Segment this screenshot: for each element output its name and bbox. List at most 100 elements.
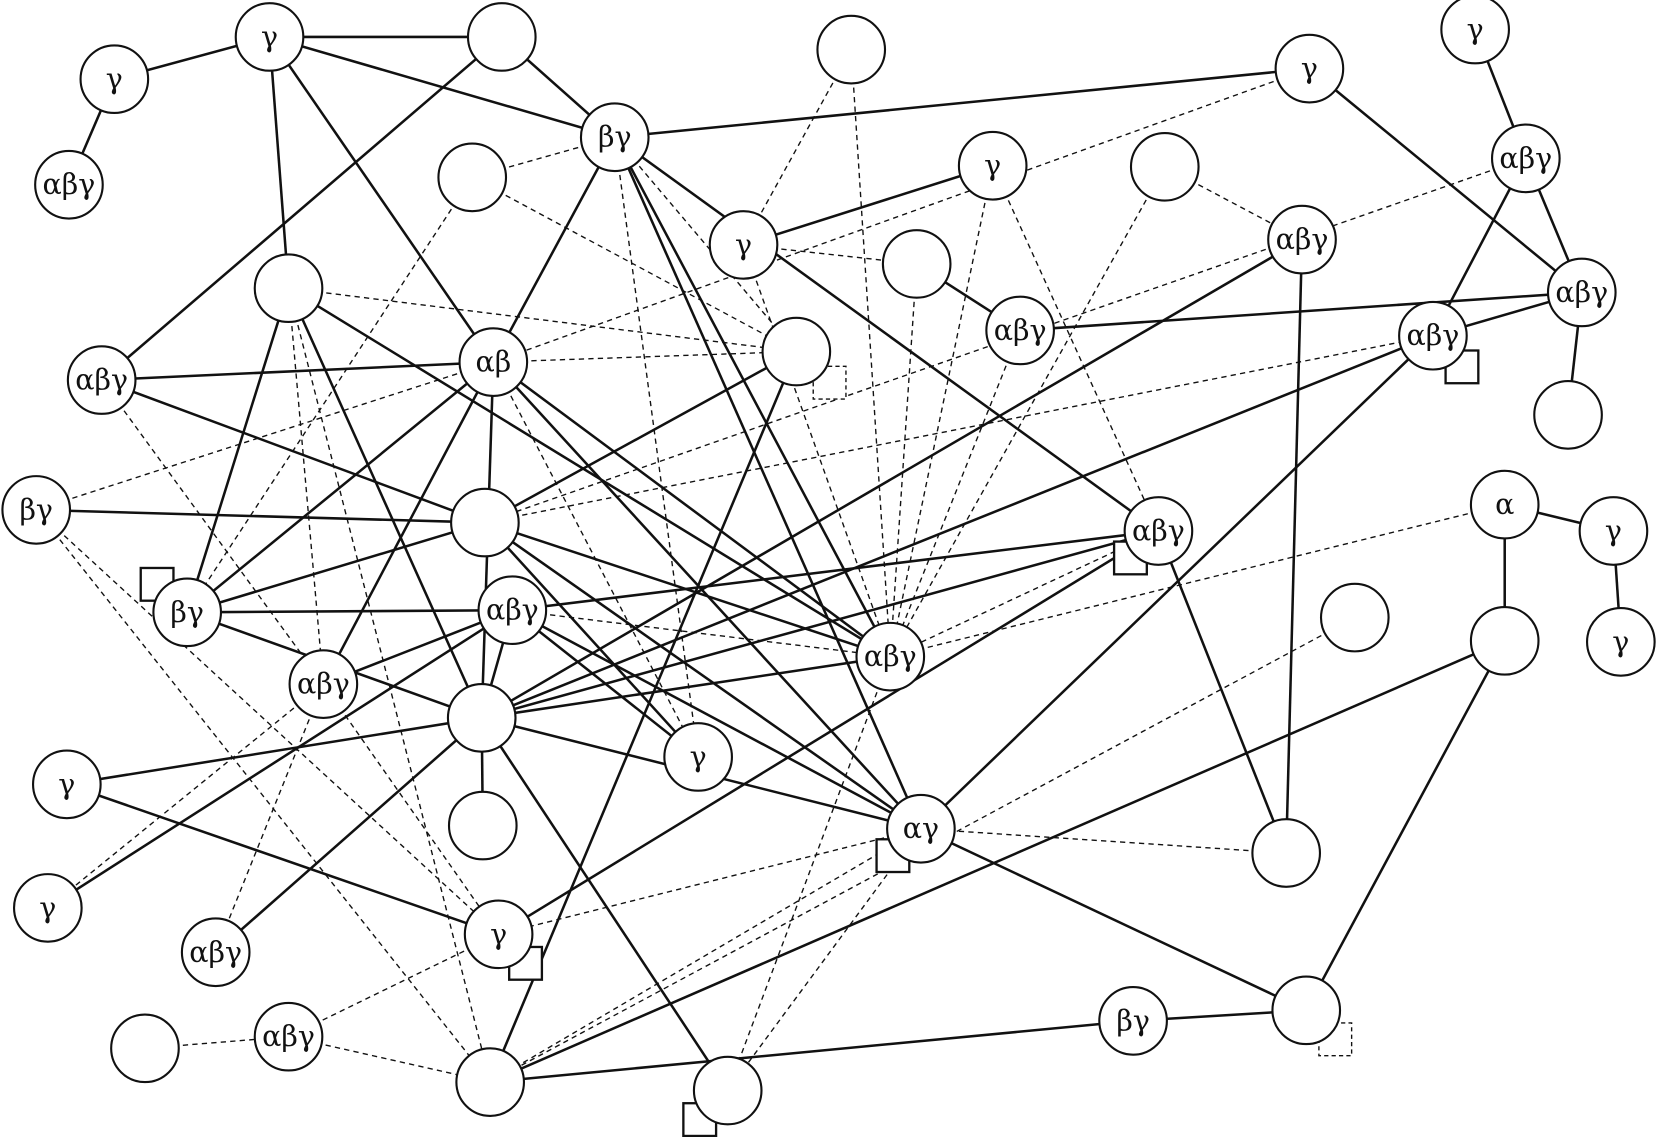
edge-dashed-n10-n26 [992, 165, 1160, 532]
edge-solid-n19-n36 [481, 334, 1434, 720]
edge-solid-n15-n36 [481, 238, 1303, 719]
graph-node-n48: αβγ [253, 1001, 324, 1072]
node-circle [477, 575, 548, 646]
node-circle [66, 345, 137, 415]
node-label: γ [1467, 13, 1484, 46]
node-label: αβγ [1276, 223, 1329, 256]
edge-dashed-n30-n32 [512, 609, 891, 658]
node-circle [881, 229, 952, 299]
edge-dashed-n32-n50 [727, 656, 891, 1091]
edge-solid-n21-n29 [186, 361, 495, 614]
graph-node-n33 [1469, 605, 1540, 676]
node-circle [1123, 496, 1194, 566]
node-label: γ [490, 918, 507, 951]
edge-solid-n38-n44 [66, 783, 500, 936]
edge-solid-n33-n49 [489, 639, 1506, 1084]
graph-node-n2 [466, 2, 537, 72]
node-circle [1267, 204, 1337, 275]
edge-dashed-n40-n50 [727, 828, 922, 1091]
graph-node-n43: αβγ [180, 917, 251, 988]
edge-dashed-n13-n32 [742, 244, 891, 657]
graph-node-n12: αβγ [1490, 123, 1561, 194]
node-circle [761, 316, 832, 387]
node-circle [253, 253, 324, 324]
node-label: α [1495, 488, 1514, 521]
node-circle [663, 722, 733, 792]
node-circle [1586, 607, 1656, 677]
edges-layer [35, 29, 1623, 1092]
node-circle [855, 621, 926, 692]
edge-dashed-n27-n32 [890, 503, 1505, 658]
graph-node-n30: αβγ [477, 575, 548, 646]
edge-dashed-n21-n20 [493, 350, 797, 363]
node-circle [31, 749, 102, 820]
graph-node-n19: αβγ [1398, 300, 1468, 371]
graph-node-n36 [446, 683, 517, 753]
edge-solid-n25-n29 [186, 521, 486, 614]
edge-solid-n26-n41 [1157, 530, 1288, 854]
graph-node-n24: βγ [1, 475, 72, 545]
edge-dashed-n22-n35 [101, 379, 324, 685]
edge-dashed-n25-n19 [484, 335, 1434, 524]
edge-dashed-n5-n32 [850, 49, 891, 657]
edge-solid-n36-n32 [481, 655, 891, 720]
node-circle [12, 873, 83, 943]
node-circle [1469, 605, 1540, 676]
graph-node-n45: βγ [1098, 986, 1168, 1056]
edge-solid-n49-n45 [490, 1019, 1134, 1084]
node-circle [816, 14, 887, 85]
edge-solid-n1-n16 [268, 36, 290, 289]
edge-solid-n21-n32 [492, 361, 892, 658]
edge-solid-n22-n21 [101, 360, 494, 382]
graph-node-n38: γ [31, 749, 102, 820]
edge-dashed-n35-n42 [47, 683, 324, 909]
node-circle [692, 1055, 763, 1126]
edge-dashed-n11-n32 [889, 166, 1166, 657]
graph-node-n31 [1319, 582, 1390, 653]
edge-dashed-n9-n20 [471, 176, 797, 353]
node-label: αβγ [43, 168, 96, 201]
graph-node-n47 [110, 1013, 180, 1084]
node-circle [1469, 469, 1540, 540]
node-circle [579, 102, 650, 173]
node-circle [1533, 380, 1603, 450]
node-label: γ [39, 891, 56, 924]
edge-solid-n2-n22 [100, 35, 503, 382]
node-label: αβγ [1407, 319, 1460, 352]
graph-node-n27: α [1469, 469, 1540, 540]
graph-node-n46 [1271, 975, 1342, 1046]
node-label: γ [1612, 625, 1629, 658]
edge-solid-n25-n40 [484, 521, 922, 830]
edge-solid-n40-n46 [920, 827, 1307, 1012]
edge-solid-n25-n37 [483, 521, 700, 758]
node-label: γ [984, 149, 1001, 182]
edge-dashed-n40-n49 [489, 828, 922, 1083]
graph-node-n40: αγ [886, 793, 956, 864]
edge-solid-n8-n21 [492, 136, 616, 363]
edge-dashed-n16-n20 [288, 287, 797, 353]
node-label: βγ [19, 493, 53, 526]
edge-dashed-n24-n49 [35, 509, 491, 1083]
node-circle [152, 577, 223, 648]
graph-node-n9 [437, 142, 508, 213]
node-label: αβγ [189, 936, 242, 969]
edge-dashed-n9-n29 [186, 176, 473, 613]
graph-node-n29: βγ [152, 577, 223, 648]
node-circle [957, 130, 1028, 201]
edge-dashed-n10-n32 [889, 165, 994, 657]
node-circle [466, 2, 537, 72]
graph-node-n13: γ [708, 210, 779, 280]
node-circle [1490, 123, 1561, 194]
edge-solid-n16-n29 [185, 287, 290, 613]
node-circle [1098, 986, 1168, 1056]
edge-solid-n36-n50 [480, 717, 729, 1092]
node-label: αβγ [1499, 142, 1552, 175]
graph-node-n26: αβγ [1123, 496, 1194, 566]
edge-solid-n6-n17 [1308, 67, 1583, 294]
graph-node-n41 [1251, 818, 1322, 888]
edge-solid-n30-n26 [512, 529, 1159, 612]
node-circle [1440, 0, 1510, 65]
node-circle [253, 1001, 324, 1072]
